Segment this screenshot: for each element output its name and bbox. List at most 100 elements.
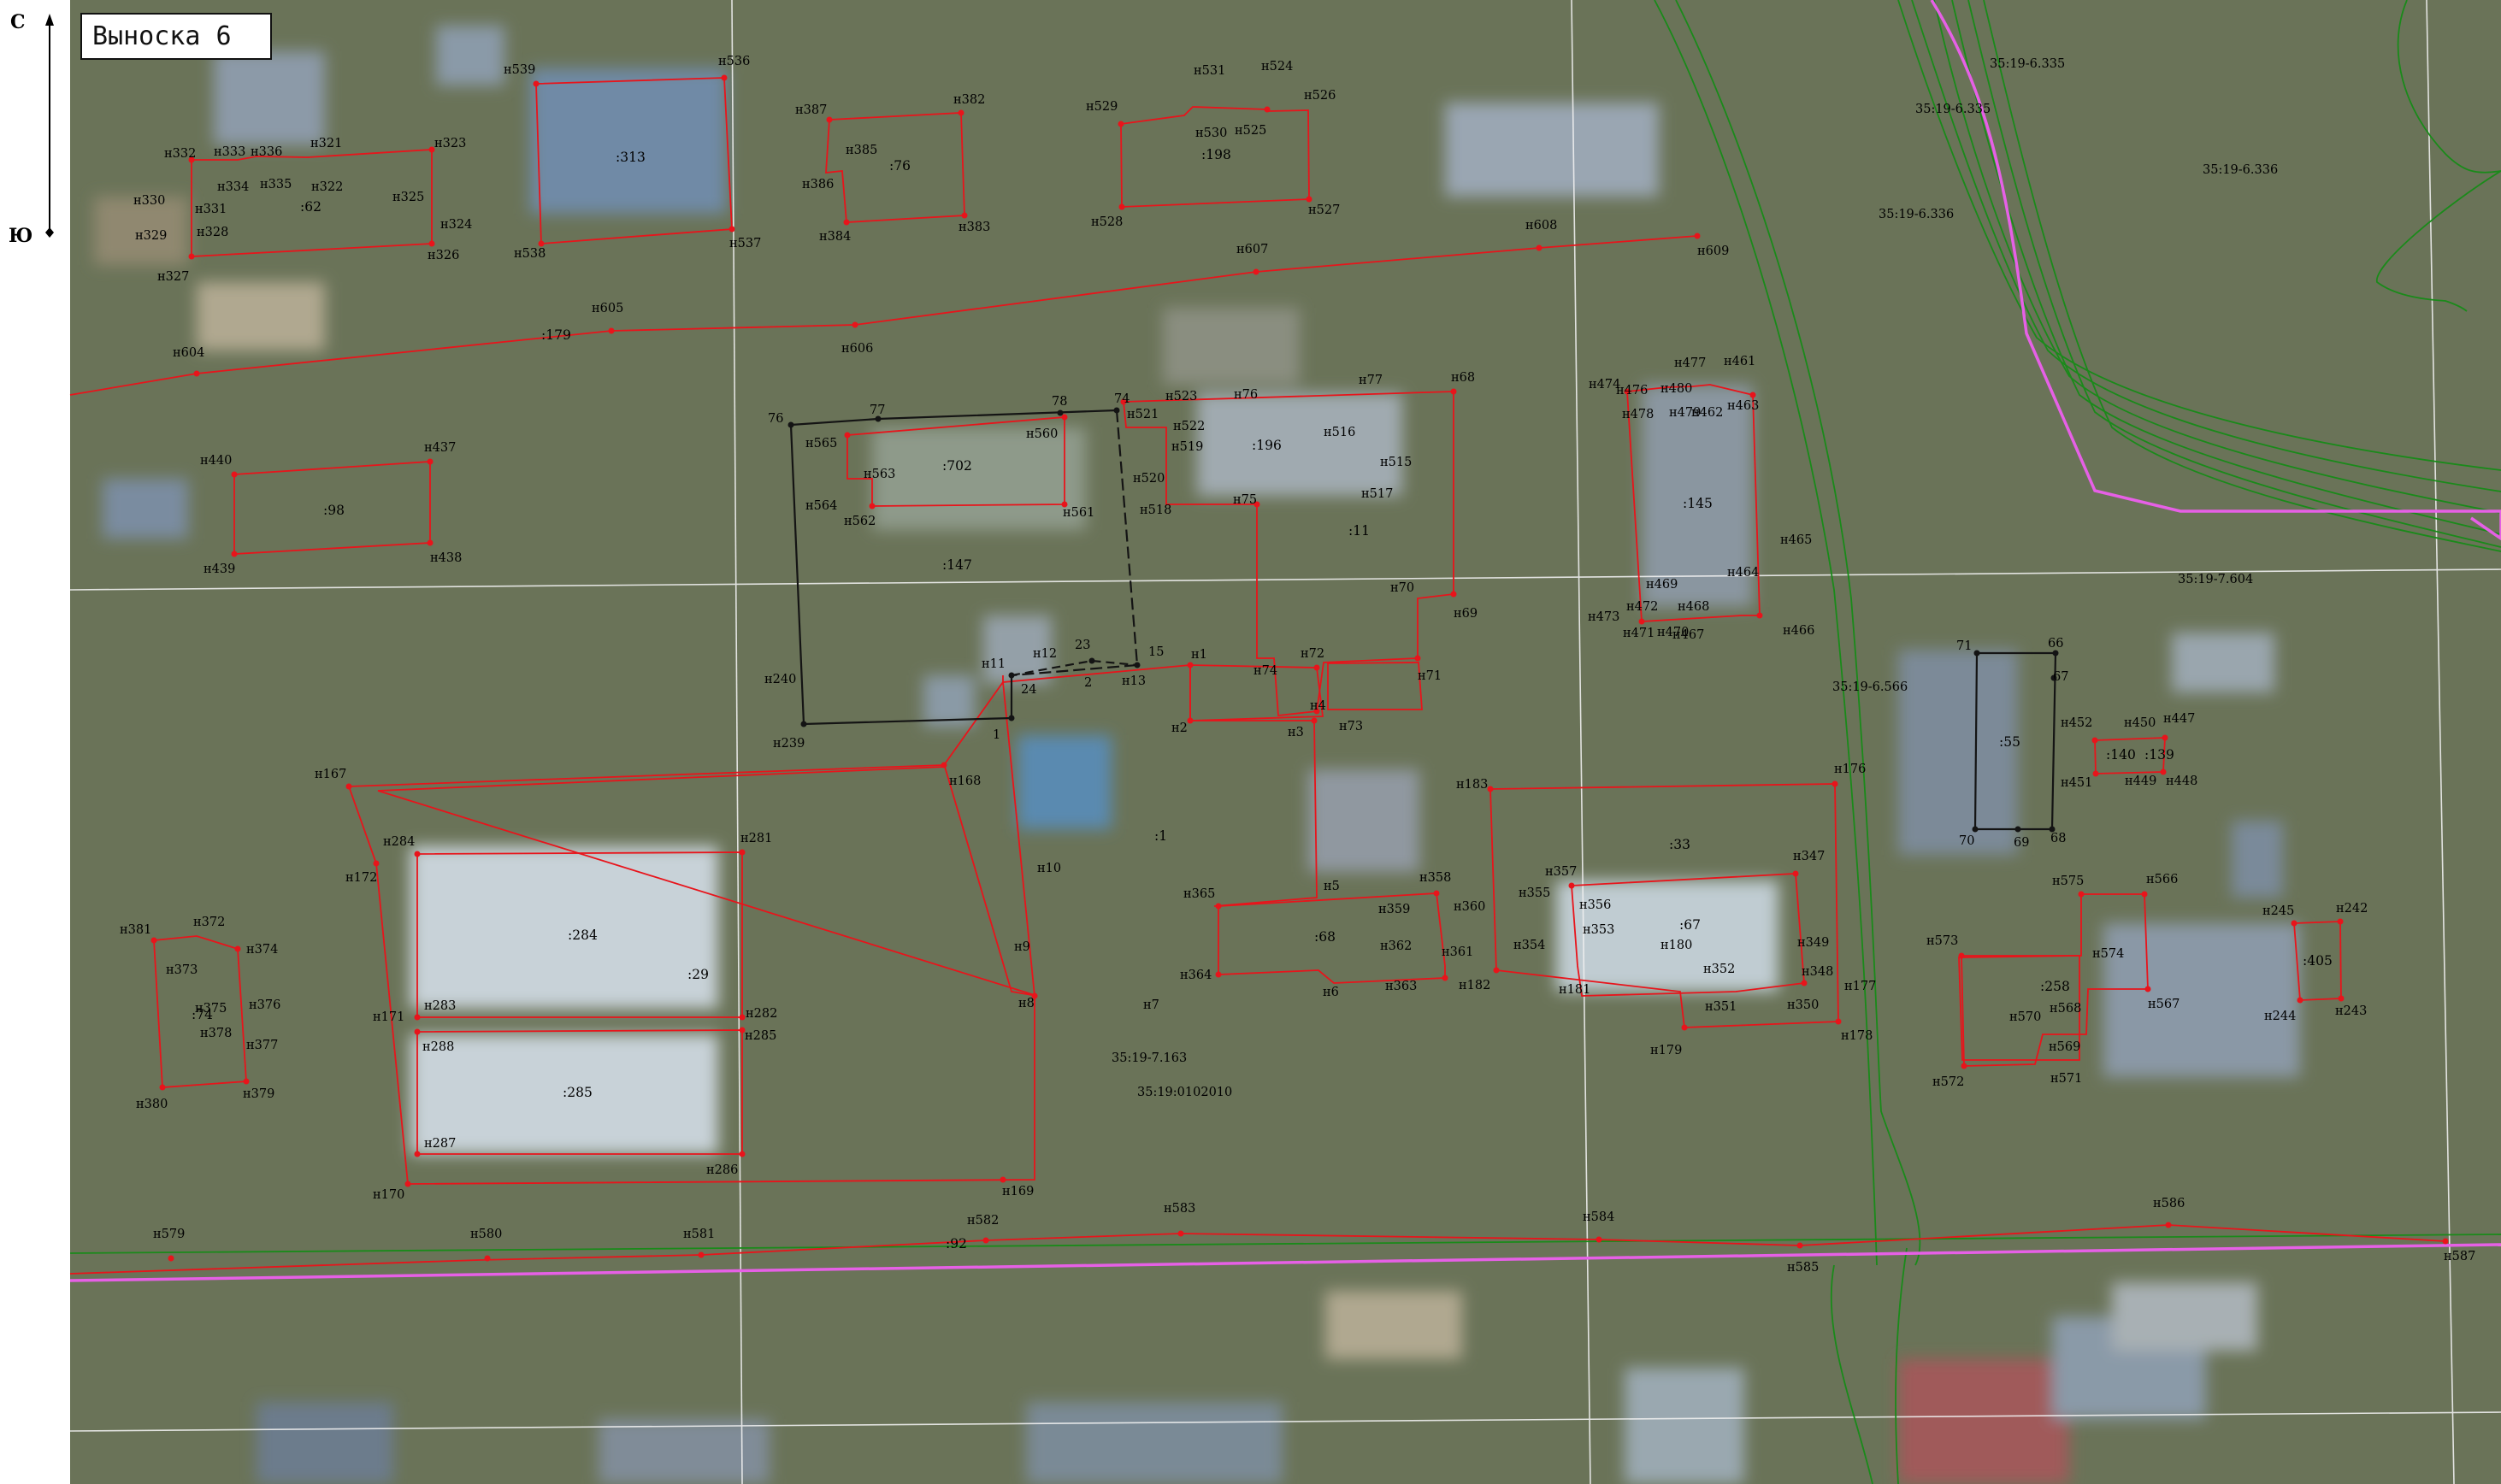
point-label: н382: [953, 93, 985, 107]
point-label: 23: [1075, 639, 1090, 652]
point-label: н587: [2444, 1250, 2475, 1263]
point-label: 74: [1114, 392, 1130, 406]
point-label: н4: [1310, 699, 1326, 713]
point-label: н384: [819, 230, 851, 244]
point-label: н331: [195, 203, 227, 216]
point-label: н585: [1787, 1261, 1819, 1275]
point-label: н437: [424, 441, 456, 455]
point-label: н387: [795, 103, 827, 117]
point-label: н449: [2125, 774, 2156, 788]
point-label: н380: [136, 1098, 168, 1111]
point-label: н467: [1672, 628, 1704, 642]
point-label: н323: [434, 137, 466, 150]
point-label: н462: [1691, 406, 1723, 420]
grid-lines: [69, 0, 2501, 1484]
block-label: :1: [1154, 828, 1167, 844]
block-label: :198: [1201, 147, 1231, 162]
point-label: н379: [243, 1087, 274, 1101]
point-label: н373: [166, 963, 198, 977]
point-label: н564: [805, 499, 837, 513]
point-label: н181: [1559, 983, 1590, 997]
point-label: н13: [1122, 674, 1146, 688]
point-label: н239: [773, 737, 805, 751]
south-label: Ю: [9, 225, 32, 247]
point-label: н347: [1793, 850, 1825, 863]
point-label: 1: [993, 728, 1000, 742]
point-label: н74: [1253, 664, 1277, 678]
zone-label: 35:19-7.604: [2178, 573, 2253, 586]
point-label: н383: [959, 221, 990, 234]
point-label: н10: [1037, 862, 1061, 875]
point-label: 15: [1148, 645, 1164, 659]
point-label: н466: [1783, 624, 1814, 638]
block-label: :98: [323, 503, 345, 518]
block-label: :74: [192, 1007, 213, 1022]
point-label: н1: [1191, 648, 1207, 662]
point-label: н539: [504, 63, 535, 77]
point-label: н329: [135, 229, 167, 243]
point-label: н606: [841, 342, 873, 356]
existing-vertex-markers: [787, 407, 2059, 833]
block-label: :68: [1314, 929, 1336, 945]
zone-labels: 35:19-6.335 35:19-6.335 35:19-6.336 35:1…: [1112, 57, 2278, 1099]
point-label: н381: [120, 923, 151, 937]
point-label: н333: [214, 145, 245, 159]
point-label: н282: [746, 1007, 777, 1021]
block-label: :140: [2106, 747, 2136, 763]
point-label: н438: [430, 551, 462, 565]
point-label: 77: [870, 403, 885, 417]
point-label: н12: [1033, 647, 1057, 661]
block-label: :147: [942, 557, 972, 573]
point-label: н3: [1288, 726, 1304, 739]
point-label: н5: [1324, 880, 1340, 893]
point-label: н178: [1841, 1029, 1873, 1043]
point-label: н604: [173, 346, 204, 360]
point-label: н567: [2148, 998, 2180, 1011]
point-label: 76: [768, 412, 783, 426]
zone-label: 35:19:0102010: [1137, 1086, 1232, 1099]
point-label: 2: [1084, 676, 1092, 690]
point-label: н517: [1361, 487, 1393, 501]
point-label: н569: [2049, 1040, 2080, 1054]
block-label: :139: [2144, 747, 2174, 763]
point-label: н179: [1650, 1044, 1682, 1057]
point-label: н183: [1456, 778, 1488, 792]
block-label: :313: [616, 150, 646, 165]
point-label: н372: [193, 916, 225, 929]
point-label: н522: [1173, 420, 1205, 433]
point-label: н171: [373, 1010, 404, 1024]
point-label: н572: [1932, 1075, 1964, 1089]
point-label: н359: [1378, 903, 1410, 916]
point-label: н284: [383, 835, 415, 849]
point-label: н70: [1390, 581, 1414, 595]
point-label: н523: [1165, 390, 1197, 403]
point-label: н335: [260, 178, 292, 191]
point-label: н476: [1616, 384, 1648, 398]
point-label: н375: [195, 1002, 227, 1016]
point-label: 78: [1052, 395, 1067, 409]
point-label: н76: [1234, 388, 1258, 402]
point-label: н516: [1324, 426, 1355, 439]
block-labels: :313 :76 :198 :62 :179 :702 :196 :98 :14…: [192, 147, 2333, 1251]
point-label: н525: [1235, 124, 1266, 138]
point-label: н480: [1660, 382, 1692, 396]
point-label: н571: [2050, 1072, 2082, 1086]
point-label: н7: [1143, 998, 1159, 1012]
point-label: н322: [311, 180, 343, 194]
point-label: н281: [740, 832, 772, 845]
point-label: н477: [1674, 356, 1706, 370]
point-label: н327: [157, 270, 189, 284]
point-label: н536: [718, 55, 750, 68]
point-label: н6: [1323, 986, 1339, 999]
point-label: н562: [844, 515, 876, 528]
point-label: н526: [1304, 89, 1336, 103]
point-label: н586: [2153, 1197, 2185, 1210]
point-label: н363: [1385, 980, 1417, 993]
block-label: :145: [1683, 496, 1713, 511]
point-label: н68: [1451, 371, 1475, 385]
point-label: н560: [1026, 427, 1058, 441]
point-label: н607: [1236, 243, 1268, 256]
block-label: :29: [687, 967, 709, 982]
point-label: н350: [1787, 998, 1819, 1012]
point-label: н360: [1454, 900, 1485, 914]
